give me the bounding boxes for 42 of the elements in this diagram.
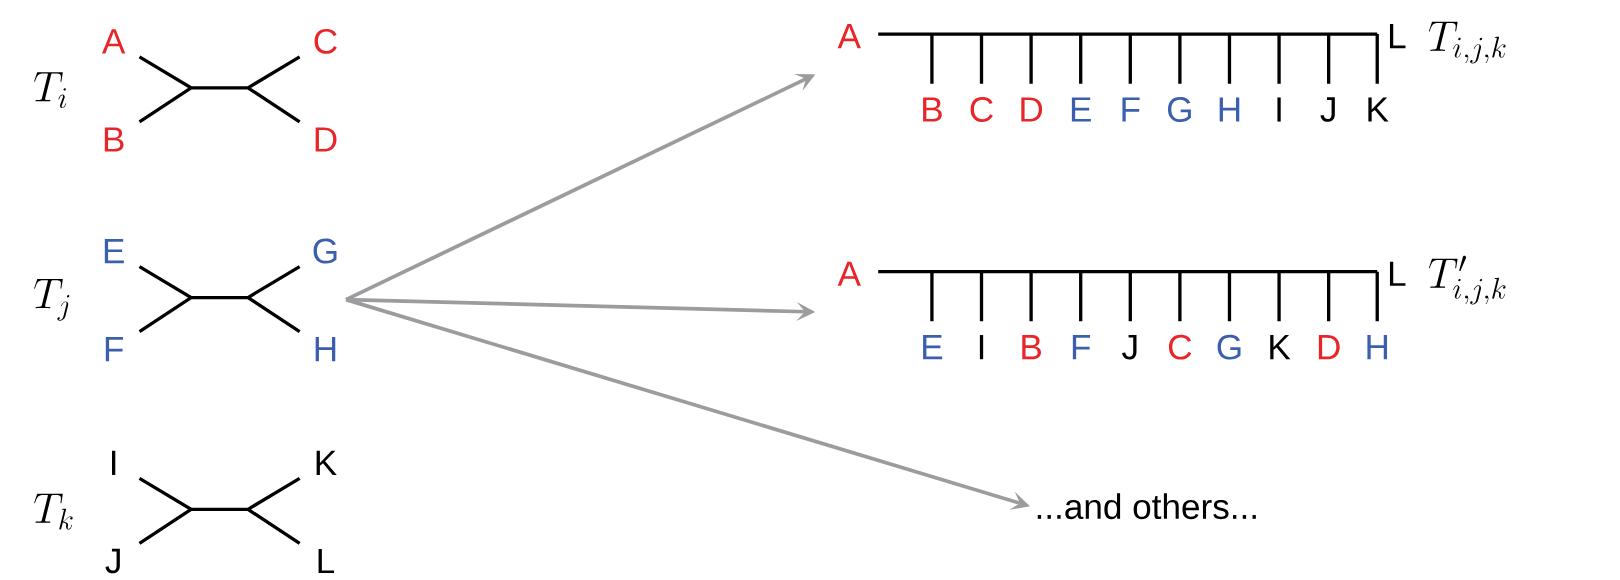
tree-name: $T_i$ xyxy=(34,72,67,109)
leaf-label: E xyxy=(104,239,124,264)
leaf-label: E xyxy=(1071,97,1091,122)
leaf-label: H xyxy=(1219,97,1240,122)
leaf-label: I xyxy=(979,335,984,360)
leaf-label: D xyxy=(1021,97,1043,122)
tree-name: $T_k$ xyxy=(34,494,73,530)
leaf-label: G xyxy=(1168,97,1191,123)
leaf-label: G xyxy=(313,238,337,264)
leaf-label: A xyxy=(837,261,861,287)
leaf-label: L xyxy=(318,549,335,574)
leaf-label: J xyxy=(1122,335,1137,360)
leaf-label: F xyxy=(1122,97,1140,122)
leaf-label: K xyxy=(1368,97,1389,122)
leaf-label: H xyxy=(315,337,336,362)
leaf-label: I xyxy=(1277,97,1281,122)
leaf-label: A xyxy=(102,29,126,54)
leaf-label: K xyxy=(316,450,337,476)
leaf-label: F xyxy=(105,337,123,362)
leaf-label: D xyxy=(315,127,337,152)
leaf-label: L xyxy=(1389,261,1406,287)
leaf-label: B xyxy=(104,127,124,152)
leaf-label: G xyxy=(1217,334,1241,360)
leaf-label: J xyxy=(105,548,120,574)
leaf-label: C xyxy=(1169,334,1192,360)
leaf-label: F xyxy=(1072,335,1091,360)
leaf-label: B xyxy=(923,97,942,122)
leaf-label: J xyxy=(1320,97,1335,122)
leaf-label: H xyxy=(1367,335,1388,360)
leaf-label: D xyxy=(1318,335,1340,360)
leaf-label: I xyxy=(112,450,116,476)
leaf-label: A xyxy=(837,24,861,49)
leaf-label: C xyxy=(970,97,993,123)
tree-name: $T'_{i,j,k}$ xyxy=(1428,255,1506,305)
tree-name: $T_{i,j,k}$ xyxy=(1428,22,1506,64)
leaf-label: E xyxy=(923,335,943,360)
caption-text: ...and others... xyxy=(1037,493,1256,520)
leaf-label: C xyxy=(314,29,337,54)
tree-name: $T_j$ xyxy=(34,279,70,321)
leaf-label: K xyxy=(1270,335,1291,360)
leaf-label: B xyxy=(1022,335,1041,360)
leaf-label: L xyxy=(1389,24,1406,49)
